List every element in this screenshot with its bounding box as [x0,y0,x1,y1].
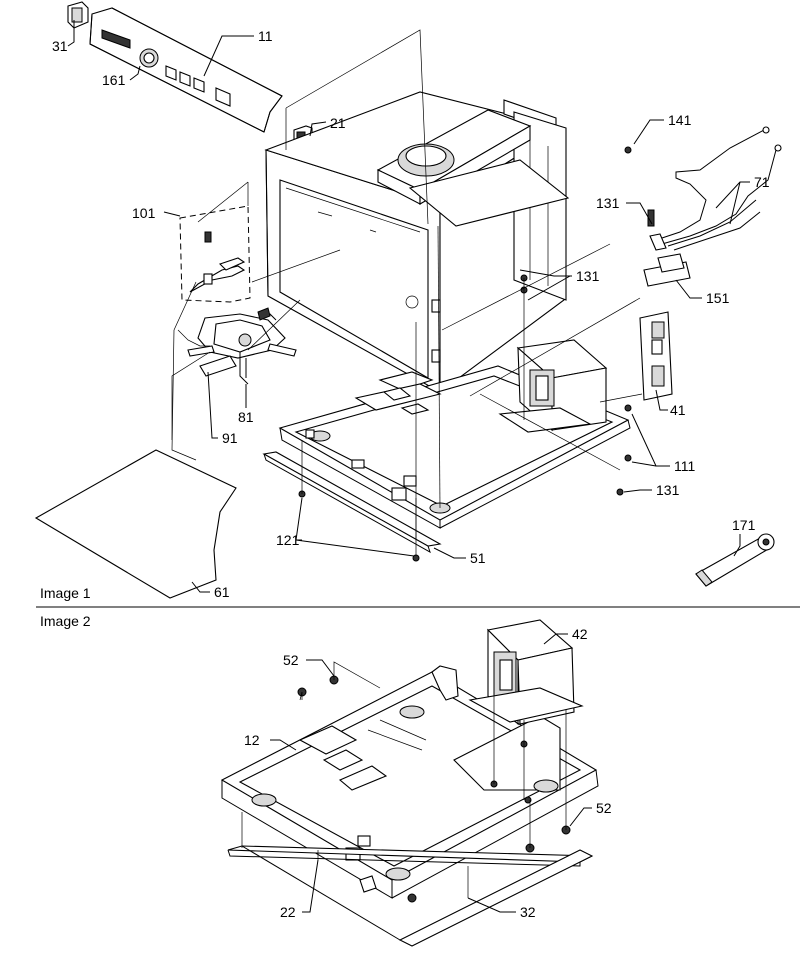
callout-12: 12 [244,732,260,748]
strip-51-part [262,451,442,554]
callout-11: 11 [258,28,273,44]
callout-141: 141 [668,112,692,128]
dashed-group-101 [179,181,251,303]
callout-21: 21 [330,115,346,131]
latch-assembly-part [639,311,673,401]
callout-leaders-panel2 [270,633,592,913]
callout-52-b: 52 [596,800,612,816]
callout-42: 42 [572,626,588,642]
callout-131-b: 131 [576,268,600,284]
callout-22: 22 [280,904,296,920]
construction-lines-panel1 [171,29,643,556]
door-latch-part [67,1,89,29]
wire-harness-part [647,126,782,251]
panel-2: Image 2 [40,613,612,947]
turntable-part [177,307,297,385]
callout-131-a: 131 [596,195,620,211]
tube-171-part [695,533,775,587]
transformer-part [498,339,608,433]
callout-131-c: 131 [656,482,680,498]
base-tray-large-part [220,665,599,899]
callout-161: 161 [102,72,126,88]
callout-32: 32 [520,904,536,920]
panel-1: 31 11 161 21 141 101 71 131 131 151 41 8… [34,1,782,601]
callout-61: 61 [214,584,230,600]
callout-171: 171 [732,517,756,533]
callout-51: 51 [470,550,486,566]
sheet-61-part [34,449,237,599]
transformer-42-part [468,619,584,726]
callout-labels-panel2: 52 42 12 52 22 32 [244,626,612,920]
strip-32-part [227,845,594,947]
callout-52-a: 52 [283,652,299,668]
construction-lines-panel2 [241,661,567,898]
panel-1-title: Image 1 [40,585,91,601]
callout-91: 91 [222,430,238,446]
control-panel-part [89,7,283,133]
callout-151: 151 [706,290,730,306]
callout-labels-panel1: 31 11 161 21 141 101 71 131 131 151 41 8… [52,28,770,600]
callout-101: 101 [132,205,156,221]
callout-41: 41 [670,402,686,418]
callout-71: 71 [754,174,770,190]
cabinet-part [264,91,570,394]
bracket-151-part [643,253,691,287]
callout-31: 31 [52,38,68,54]
callout-121: 121 [276,532,300,548]
callout-leaders-panel1 [67,20,750,593]
panel-2-title: Image 2 [40,613,91,629]
callout-111: 111 [674,458,695,474]
callout-81: 81 [238,409,254,425]
